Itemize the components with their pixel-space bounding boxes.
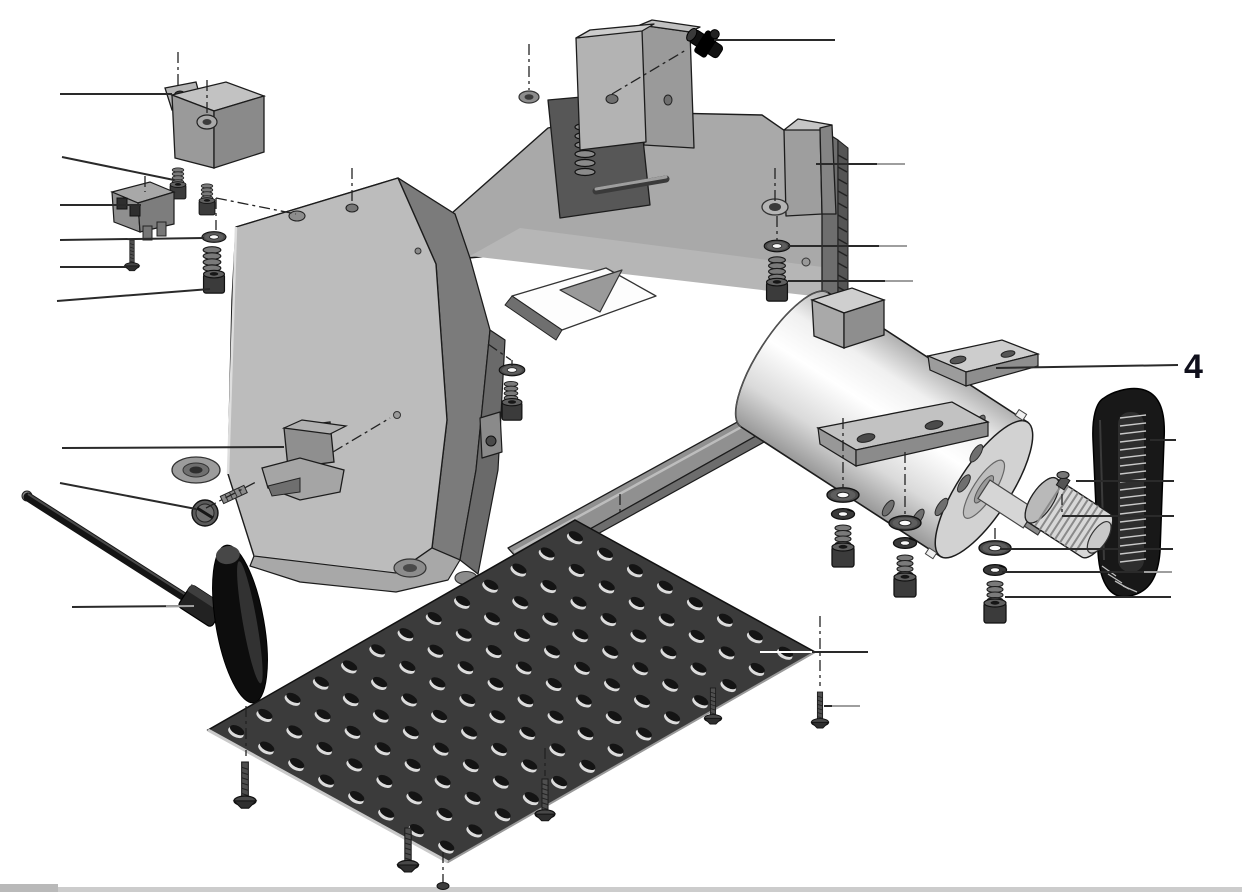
motor-stack-a (826, 487, 860, 567)
slotted-screw (191, 484, 248, 527)
main-housing (171, 19, 889, 593)
centerline (215, 197, 297, 215)
tiny-screw-head (436, 882, 450, 890)
motor-pulley (1024, 477, 1114, 559)
motor-stack-b (888, 515, 922, 597)
belt-tension-latch (261, 419, 349, 501)
callout-label-4: 4 (1184, 348, 1203, 386)
washer-top-left (201, 231, 227, 243)
drive-belt (1092, 387, 1166, 598)
small-screw (124, 239, 140, 272)
housing-hole (345, 203, 359, 213)
leader-lines (56, 39, 1179, 707)
leader-line-box-screw (61, 156, 175, 181)
inner-fastener-stack (498, 363, 526, 421)
leader-line-washer (59, 237, 205, 241)
front-face-hole (414, 247, 422, 255)
centerline (487, 343, 512, 361)
frame-lug (479, 411, 503, 459)
locking-plug (686, 27, 724, 59)
tray-screw-sw (233, 761, 257, 809)
leader-line-latch (61, 446, 285, 449)
housing-front-face (227, 177, 448, 574)
post-hole (605, 94, 619, 104)
centerline (205, 481, 257, 509)
chip-tray-plate (206, 519, 817, 864)
micro-switch (110, 181, 176, 241)
rear-post-tall (639, 19, 701, 149)
centerline (611, 49, 687, 95)
deck-hole-boss (761, 198, 789, 216)
centerlines (144, 44, 1063, 882)
leader-line-motor-bracket (995, 364, 1179, 369)
t-handle-hex-key (21, 490, 268, 704)
leader-line-spring-screw (56, 288, 211, 302)
deck-hole-left (518, 90, 540, 104)
motor-terminal-box (810, 287, 886, 349)
tray-screw-e2 (810, 691, 830, 729)
spring-screw-top-left (202, 246, 226, 294)
motor-stack-c (978, 540, 1012, 623)
deck-cutout (504, 267, 657, 341)
motor-bracket (925, 339, 1041, 387)
deck-slot (592, 175, 670, 195)
housing-corner-boss (288, 210, 306, 222)
front-face-hole-2 (393, 411, 401, 419)
electrical-box (164, 81, 267, 169)
motor-clamp-plate (816, 401, 990, 468)
rear-post-front (575, 23, 655, 151)
foot-recess (171, 456, 221, 484)
box-screw-2 (198, 183, 216, 216)
housing-side-fasteners (763, 239, 811, 302)
right-post (783, 118, 837, 217)
page-footer-rule (0, 884, 1242, 892)
housing-deck-slope (470, 228, 830, 298)
leader-line-slotted-screw (59, 482, 197, 510)
motor (734, 287, 1049, 560)
set-screw (1055, 470, 1071, 491)
